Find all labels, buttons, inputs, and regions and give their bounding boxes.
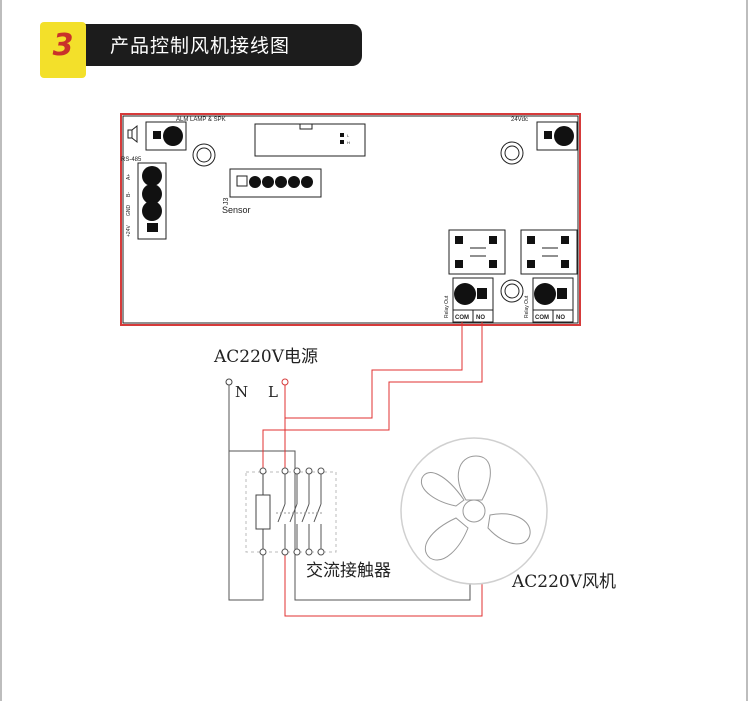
power-terminal — [536, 121, 578, 151]
no-label-left: NO — [476, 315, 485, 321]
com-label-left: COM — [455, 315, 469, 321]
right-frame-line — [746, 0, 748, 701]
relay-out-label-left: Relay Out — [444, 295, 450, 318]
rs485-pin-gnd: GND — [126, 205, 132, 217]
mounting-hole-left — [192, 143, 216, 167]
relay-right — [520, 229, 578, 275]
contactor-switches — [276, 474, 324, 549]
section-title: 产品控制风机接线图 — [110, 35, 291, 57]
left-frame-line — [0, 0, 2, 701]
wire-live — [262, 322, 483, 617]
sensor-connector — [229, 168, 322, 198]
j3-label: J3 — [223, 198, 230, 206]
com-no-label-box-right — [532, 309, 574, 323]
contactor-housing — [245, 471, 337, 553]
relay-out-terminal-right — [532, 277, 574, 311]
power-24v-label: 24Vdc — [511, 117, 528, 123]
switch-l-label: L — [347, 133, 350, 138]
alm-terminal — [145, 121, 187, 151]
mounting-hole-right — [500, 141, 524, 165]
l-terminal — [281, 378, 289, 386]
n-terminal — [225, 378, 233, 386]
step-number: 3 — [52, 28, 74, 63]
relay-out-terminal-left — [452, 277, 494, 311]
wire-neutral — [228, 385, 471, 601]
com-no-label-box-left — [452, 309, 494, 323]
rs485-terminal — [137, 162, 167, 240]
rs485-pin-24v: +24V — [126, 225, 132, 237]
step-badge — [40, 22, 86, 78]
section-banner: 3 产品控制风机接线图 — [40, 22, 362, 78]
contactor-bottom-terminals — [259, 548, 325, 556]
speaker-icon — [127, 124, 138, 144]
fan-label: AC220V风机 — [511, 572, 616, 592]
switch-h-label: H — [347, 140, 350, 145]
l-label: L — [268, 383, 278, 401]
n-label: N — [235, 383, 248, 401]
no-label-right: NO — [556, 315, 565, 321]
mounting-hole-bottom — [500, 279, 524, 303]
alm-lamp-label: ALM LAMP & SPK — [176, 117, 226, 123]
fan-icon — [400, 437, 548, 585]
contactor-coil — [255, 471, 271, 551]
contactor-label: 交流接触器 — [306, 561, 391, 581]
rs485-label: RS-485 — [121, 157, 142, 163]
relay-out-label-right: Relay Out — [524, 295, 530, 318]
rs485-pin-b: B- — [126, 192, 132, 197]
relay-left — [448, 229, 506, 275]
rs485-pin-a: A+ — [126, 174, 132, 180]
com-label-right: COM — [535, 315, 549, 321]
power-source-label: AC220V电源 — [213, 347, 318, 367]
contactor-top-terminals — [259, 467, 325, 475]
banner-bar — [82, 24, 362, 66]
sensor-label: Sensor — [222, 205, 251, 215]
upper-connector: L H — [254, 123, 366, 157]
